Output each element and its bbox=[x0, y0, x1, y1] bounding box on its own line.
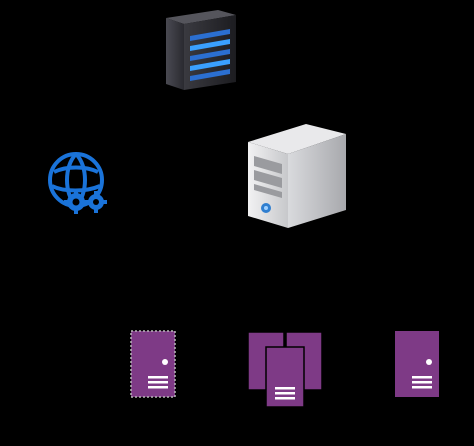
purple-server-cluster-node bbox=[246, 331, 324, 409]
tower-server-bays bbox=[254, 156, 282, 198]
purple-server-left-node bbox=[130, 330, 176, 398]
tower-server-icon bbox=[248, 124, 346, 228]
rack-server-bays bbox=[190, 29, 230, 81]
server-icon bbox=[395, 331, 439, 397]
server-cluster-icon bbox=[247, 331, 323, 408]
web-service-node bbox=[46, 150, 112, 216]
server-icon bbox=[130, 330, 176, 398]
rack-server-icon bbox=[166, 10, 236, 90]
gear-icon bbox=[64, 190, 107, 214]
purple-server-right-node bbox=[394, 330, 440, 398]
tower-server-node bbox=[244, 118, 350, 230]
globe-gears-icon bbox=[48, 152, 107, 214]
rack-server-node bbox=[160, 6, 240, 92]
